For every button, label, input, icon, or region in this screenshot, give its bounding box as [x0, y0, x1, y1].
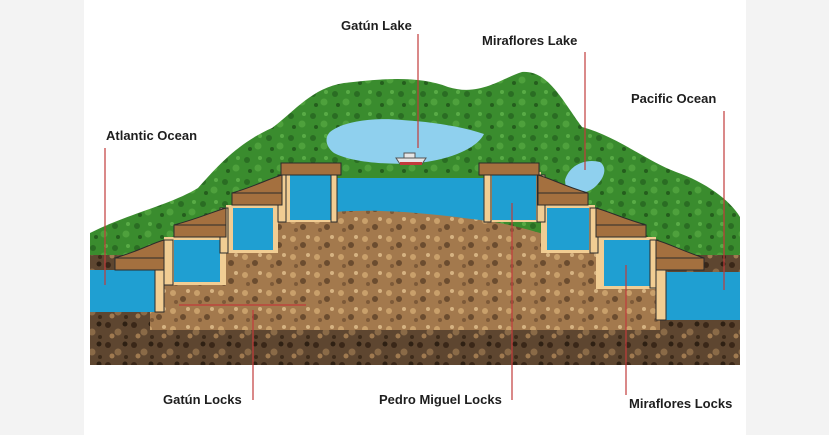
ship-icon — [395, 152, 427, 165]
lock-chamber-water — [233, 208, 273, 250]
lock-chamber-water — [604, 240, 650, 286]
leader-lines — [104, 34, 725, 400]
pacific-water — [666, 272, 740, 320]
lock-chambers — [164, 172, 656, 289]
atlantic-ocean-label: Atlantic Ocean — [106, 128, 198, 143]
gatun-lake-water — [326, 119, 484, 164]
pedro-miguel-locks-label: Pedro Miguel Locks — [379, 392, 502, 407]
pacific-ocean-label: Pacific Ocean — [631, 91, 717, 106]
atlantic-water — [90, 270, 158, 312]
left-margin — [0, 0, 84, 435]
lock-chamber-water — [174, 240, 220, 282]
gatun-lake-label: Gatún Lake — [341, 18, 412, 33]
lock-gates — [114, 162, 705, 271]
right-margin — [746, 0, 829, 435]
miraflores-lake-water — [565, 160, 605, 194]
miraflores-lake-label: Miraflores Lake — [482, 33, 578, 48]
lock-chamber-water — [547, 208, 589, 250]
lock-chamber-water — [290, 175, 332, 220]
gatun-locks-label: Gatún Locks — [163, 392, 242, 407]
lock-chamber-water — [492, 175, 536, 220]
miraflores-locks-label: Miraflores Locks — [629, 396, 733, 411]
